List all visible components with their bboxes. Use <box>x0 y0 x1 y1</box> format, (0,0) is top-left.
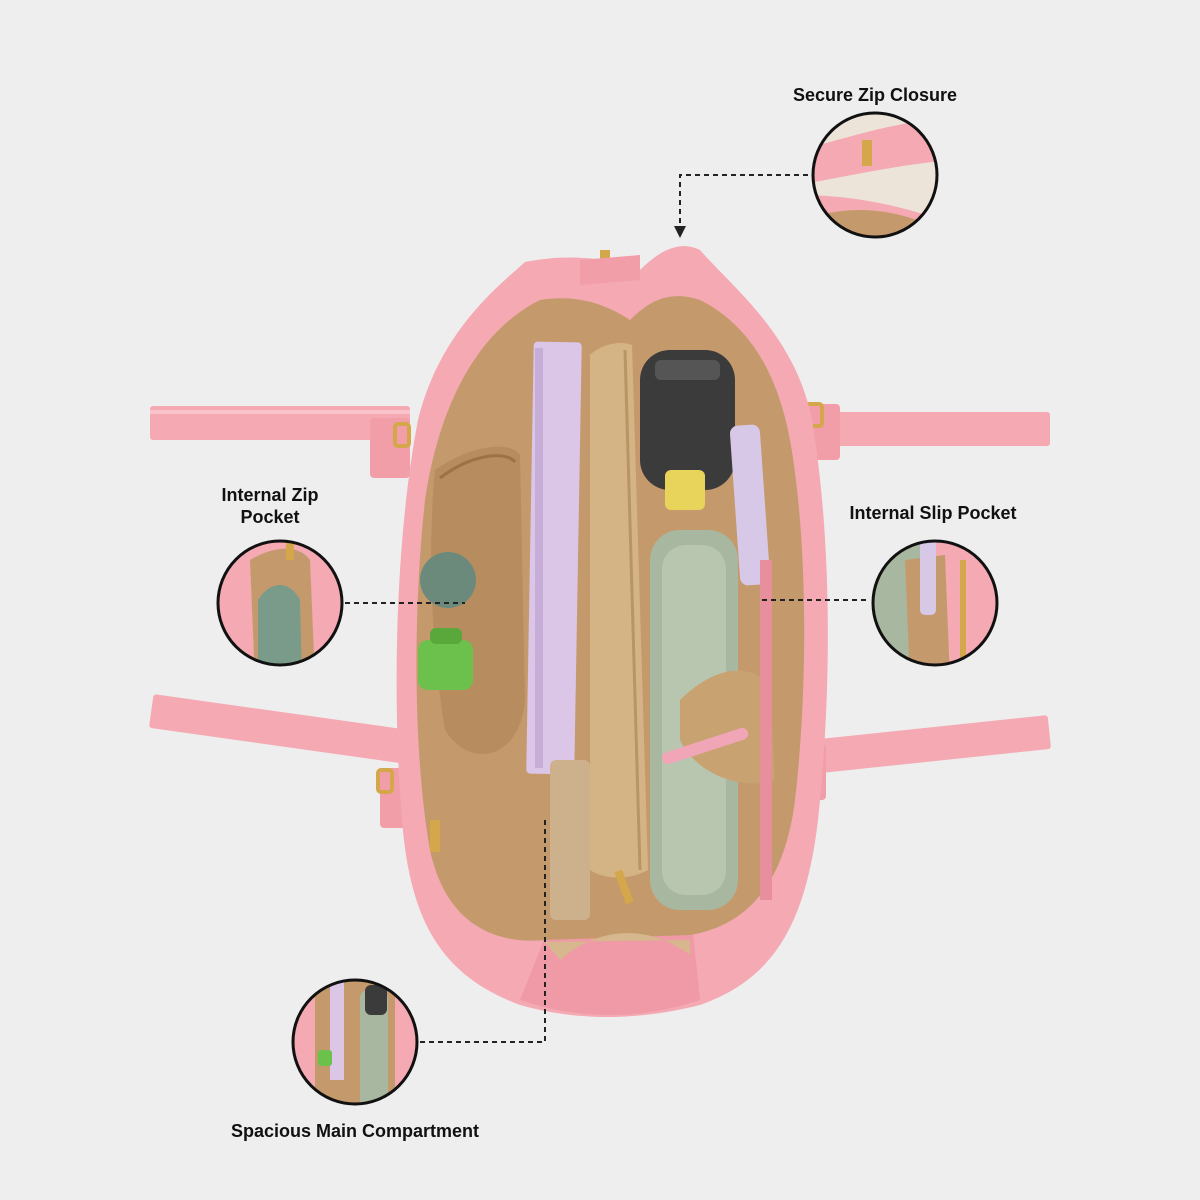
spacious-main-compartment-label: Spacious Main Compartment <box>230 1121 480 1141</box>
internal-zip-callout-circle <box>216 539 344 667</box>
wallet <box>550 760 590 920</box>
secure-zip-callout-circle <box>811 111 939 239</box>
callout-connectors <box>345 174 870 1043</box>
phone <box>729 424 771 586</box>
notebook <box>526 341 582 775</box>
internal-slip-pocket-label: Internal Slip Pocket <box>849 503 1017 523</box>
water-bottle <box>640 350 735 490</box>
internal-zip-pocket-label: Internal Zip Pocket <box>221 485 319 527</box>
main-compartment-callout-circle <box>291 978 419 1106</box>
internal-slip-callout-circle <box>871 539 999 667</box>
secure-zip-closure-label: Secure Zip Closure <box>792 85 958 105</box>
keychain <box>418 640 473 690</box>
